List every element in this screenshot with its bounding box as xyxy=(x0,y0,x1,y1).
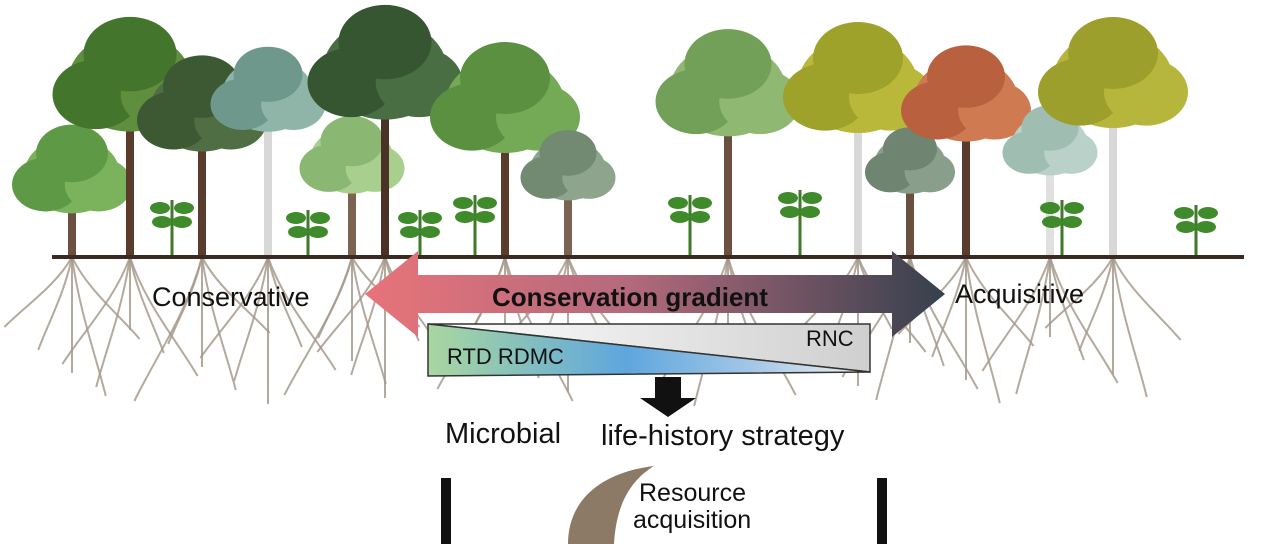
seedling xyxy=(668,195,712,257)
tree xyxy=(520,130,616,257)
acquisition-label: acquisition xyxy=(633,506,752,534)
tree-canopy xyxy=(1068,17,1158,89)
tree-root xyxy=(129,256,199,377)
resource-acquisition-arc xyxy=(568,466,654,544)
tree xyxy=(12,124,132,257)
conservation-gradient-arrow xyxy=(365,251,945,337)
tree-root xyxy=(1112,256,1182,341)
tree-root xyxy=(1078,256,1114,352)
conservative-label: Conservative xyxy=(152,282,310,312)
tree xyxy=(865,127,955,257)
tree-root xyxy=(71,256,107,397)
tree-trunk xyxy=(501,105,509,257)
tree-root xyxy=(201,256,237,391)
tree-canopy xyxy=(539,130,597,176)
tree-trunk xyxy=(68,175,76,257)
tree-root xyxy=(199,256,269,359)
tree-root xyxy=(1015,256,1051,395)
forest xyxy=(12,4,1218,257)
tree-root xyxy=(95,256,131,388)
tree-trunk xyxy=(348,160,356,257)
acquisitive-label: Acquisitive xyxy=(955,279,1085,309)
tree-canopy xyxy=(320,115,384,167)
tree-canopy xyxy=(36,124,108,183)
tree-canopy xyxy=(684,29,772,99)
tree xyxy=(901,45,1031,257)
seedling xyxy=(1174,205,1218,257)
tree-root xyxy=(981,256,1051,372)
seedling xyxy=(1040,200,1084,257)
tree-root xyxy=(3,256,73,328)
seedling xyxy=(778,190,822,257)
tree-canopy xyxy=(460,42,550,114)
tree-trunk xyxy=(381,70,389,257)
tree-trunk xyxy=(962,100,970,257)
tree-trunk xyxy=(564,170,572,257)
tree-root xyxy=(129,256,165,354)
tree-root xyxy=(1112,256,1148,398)
left-bracket-bar xyxy=(441,478,451,544)
tree-canopy xyxy=(83,16,177,92)
tree-root xyxy=(965,256,1001,404)
tree-root xyxy=(61,256,131,365)
tree-root xyxy=(931,256,967,358)
rtd-rdmc-wedge xyxy=(427,323,871,377)
tree-canopy xyxy=(233,46,303,102)
tree-trunk xyxy=(1046,145,1054,257)
tree-root xyxy=(201,256,271,334)
tree-canopy xyxy=(927,45,1005,108)
tree-root xyxy=(267,256,303,348)
tree-root xyxy=(965,256,1035,347)
seedling xyxy=(286,210,330,257)
tree-root xyxy=(317,256,353,339)
tree-root xyxy=(71,256,141,340)
microbial-label: Microbial xyxy=(445,418,562,450)
tree-trunk xyxy=(724,90,732,257)
tree-root xyxy=(316,256,386,353)
resource-label: Resource xyxy=(639,479,746,507)
tree-root xyxy=(267,256,337,371)
life-history-label: life-history strategy xyxy=(601,420,845,452)
tree xyxy=(210,46,326,257)
tree-trunk xyxy=(1109,80,1117,257)
tree-canopy xyxy=(813,22,903,94)
tree-root xyxy=(233,256,269,382)
tree-canopy xyxy=(338,4,432,80)
tree xyxy=(430,42,580,257)
tree-root xyxy=(37,256,73,351)
seedling xyxy=(398,210,442,257)
down-arrow-icon xyxy=(640,377,696,417)
tree xyxy=(1002,105,1098,257)
tree xyxy=(655,29,801,257)
tree-root xyxy=(1049,256,1119,384)
seedling xyxy=(453,195,497,257)
rnc-label: RNC xyxy=(806,326,854,351)
tree-canopy xyxy=(883,127,937,171)
tree-trunk xyxy=(198,110,206,257)
tree-root xyxy=(350,256,386,376)
tree xyxy=(1038,17,1188,257)
tree-trunk xyxy=(906,165,914,257)
seedling xyxy=(150,200,194,257)
tree-root xyxy=(167,256,203,345)
tree xyxy=(299,115,405,257)
right-bracket-bar xyxy=(877,478,887,544)
tree-trunk xyxy=(854,85,862,257)
tree-root xyxy=(283,256,353,396)
rtd-rdmc-label: RTD RDMC xyxy=(447,344,564,369)
tree-trunk xyxy=(126,82,134,257)
tree-root xyxy=(1044,256,1114,329)
gradient-label: Conservation gradient xyxy=(492,282,768,312)
tree-trunk xyxy=(264,95,272,257)
